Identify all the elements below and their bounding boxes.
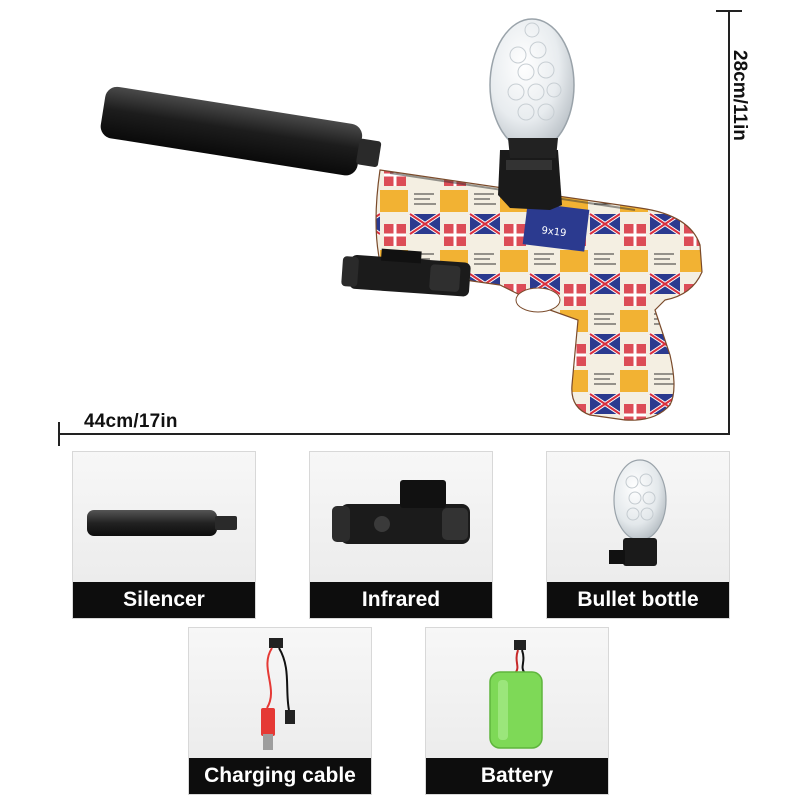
length-dimension-line bbox=[58, 433, 730, 435]
silencer-icon bbox=[73, 452, 255, 580]
accessory-label: Bullet bottle bbox=[547, 582, 729, 618]
bullet-bottle-icon bbox=[547, 452, 729, 580]
length-dimension-label: 44cm/17in bbox=[84, 411, 178, 432]
accessory-card-infrared: Infrared bbox=[309, 451, 493, 619]
height-dimension-label: 28cm/11in bbox=[729, 50, 750, 141]
svg-text:9x19: 9x19 bbox=[541, 225, 567, 239]
battery-icon bbox=[426, 628, 608, 756]
accessory-card-bullet-bottle: Bullet bottle bbox=[546, 451, 730, 619]
infrared-icon bbox=[310, 452, 492, 580]
height-dimension-line bbox=[728, 10, 730, 435]
accessory-label: Battery bbox=[426, 758, 608, 794]
height-dimension-tick-top bbox=[716, 10, 742, 12]
accessory-label: Infrared bbox=[310, 582, 492, 618]
accessory-label: Silencer bbox=[73, 582, 255, 618]
gel-blaster-icon: 9x19 bbox=[80, 10, 720, 430]
accessory-label: Charging cable bbox=[189, 758, 371, 794]
accessory-card-charging-cable: Charging cable bbox=[188, 627, 372, 795]
charging-cable-icon bbox=[189, 628, 371, 756]
accessory-card-battery: Battery bbox=[425, 627, 609, 795]
accessory-card-silencer: Silencer bbox=[72, 451, 256, 619]
length-dimension-tick bbox=[58, 422, 60, 446]
